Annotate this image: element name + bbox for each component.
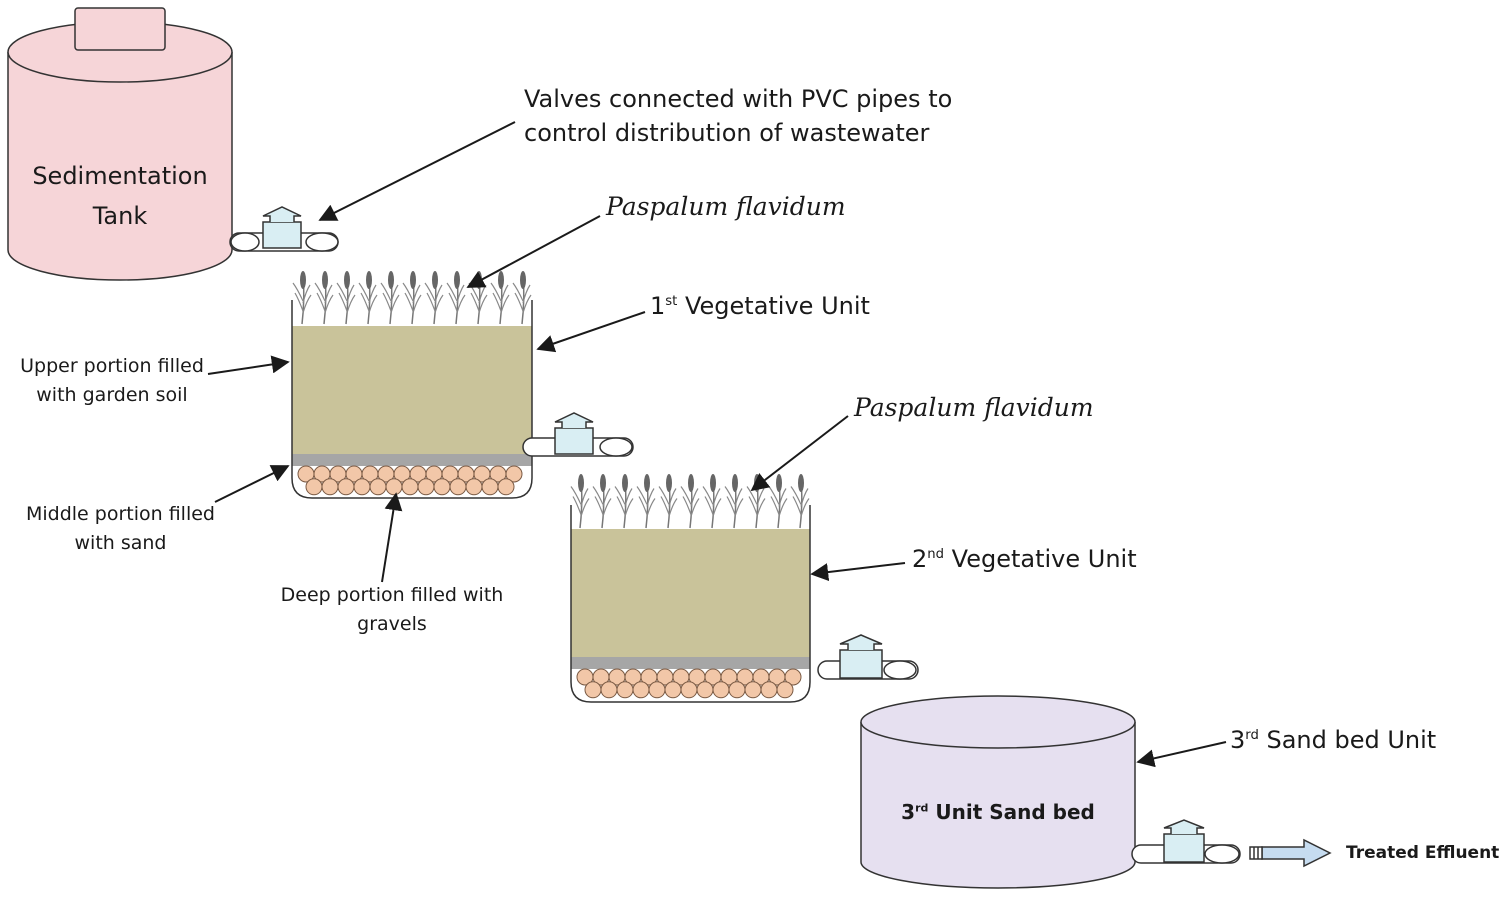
gravel-stone [776,681,794,699]
upper-portion-line2: with garden soil [36,384,188,406]
gravel-stone [696,681,714,699]
gravel-stones-2 [576,668,802,699]
grass-plant [512,271,532,325]
vegetative-unit-2 [570,474,811,703]
valves-annotation-line2: control distribution of wastewater [524,119,930,147]
arrow-upper [207,355,290,375]
grass-plant [424,271,444,325]
grass-plant [724,474,744,529]
sedimentation-tank-label-line2: Tank [92,202,148,230]
deep-portion-line2: gravels [357,613,427,635]
gravel-stone [664,681,682,699]
grass-plant [790,474,810,529]
gravel-stone [305,478,323,496]
sand-bed-tank [860,695,1136,889]
gravel-stone [632,681,650,699]
valve-4 [1131,819,1241,864]
gravel-stone [385,478,403,496]
deep-portion-line1: Deep portion filled with [280,584,504,606]
gravel-stone [760,681,778,699]
upper-portion-line1: Upper portion filled [20,355,204,377]
valves-annotation-line1: Valves connected with PVC pipes to [524,85,953,113]
grass-plant [336,271,356,325]
arrow-unit-2 [810,562,906,582]
unit-1-label: 1st Vegetative Unit [650,292,870,320]
sand-bed-tank-label: 3rd Unit Sand bed [901,800,1095,824]
soil-layer-1 [292,326,532,454]
grass-plant [380,271,400,325]
vegetative-unit-1 [291,271,533,499]
plants-1 [292,271,532,325]
valve-2 [522,412,634,457]
gravel-stone [369,478,387,496]
grass-plant [592,474,612,529]
grass-plant [768,474,788,529]
upper-portion-label: Upper portion filled with garden soil [12,352,212,410]
plant-label-1: Paspalum flavidum [606,192,846,221]
gravel-stone [600,681,618,699]
grass-plant [614,474,634,529]
gravel-stone [497,478,515,496]
gravel-stone [712,681,730,699]
valve-1 [229,206,339,252]
grass-plant [658,474,678,529]
effluent-arrow [1249,838,1332,868]
gravel-stone [449,478,467,496]
gravel-stone [353,478,371,496]
gravel-stone [728,681,746,699]
grass-plant [570,474,590,529]
arrow-unit-3 [1136,741,1227,768]
gravel-stone [784,668,802,686]
sand-layer-1 [292,454,532,466]
gravel-stone [744,681,762,699]
leader-arrows [207,121,1227,768]
gravel-stone [321,478,339,496]
arrow-middle [214,465,290,503]
valves-annotation: Valves connected with PVC pipes to contr… [524,82,952,150]
gravel-stone [337,478,355,496]
gravel-stone [616,681,634,699]
unit-3-label: 3rd Sand bed Unit [1230,726,1437,754]
grass-plant [702,474,722,529]
sedimentation-tank [7,7,233,281]
grass-plant [680,474,700,529]
gravel-stone [505,465,523,483]
arrow-deep [381,492,403,583]
gravel-stone [584,681,602,699]
sedimentation-tank-label-line1: Sedimentation [32,162,208,190]
grass-plant [402,271,422,325]
plants-2 [570,474,810,529]
arrow-plant-1 [466,215,601,288]
sedimentation-tank-label: Sedimentation Tank [20,156,220,236]
gravel-stone [417,478,435,496]
gravel-stone [401,478,419,496]
grass-plant [314,271,334,325]
arrow-valves [318,121,516,221]
tank-hatch [74,7,166,51]
gravel-stones-1 [297,465,523,496]
gravel-stone [648,681,666,699]
gravel-stone [433,478,451,496]
gravel-stone [481,478,499,496]
grass-plant [446,271,466,325]
arrow-unit-1 [536,311,646,353]
middle-portion-line1: Middle portion filled [25,503,215,525]
deep-portion-label: Deep portion filled with gravels [272,581,512,639]
unit-2-label: 2nd Vegetative Unit [912,545,1137,573]
valve-3 [817,634,919,680]
middle-portion-line2: with sand [74,532,167,554]
sand-layer-2 [571,657,810,669]
middle-portion-label: Middle portion filled with sand [18,500,223,558]
grass-plant [358,271,378,325]
grass-plant [636,474,656,529]
gravel-stone [465,478,483,496]
treated-effluent-label: Treated Effluent [1346,843,1500,863]
gravel-stone [680,681,698,699]
plant-label-2: Paspalum flavidum [854,393,1094,422]
grass-plant [490,271,510,325]
grass-plant [292,271,312,325]
arrow-plant-2 [750,415,849,492]
soil-layer-2 [571,529,810,657]
